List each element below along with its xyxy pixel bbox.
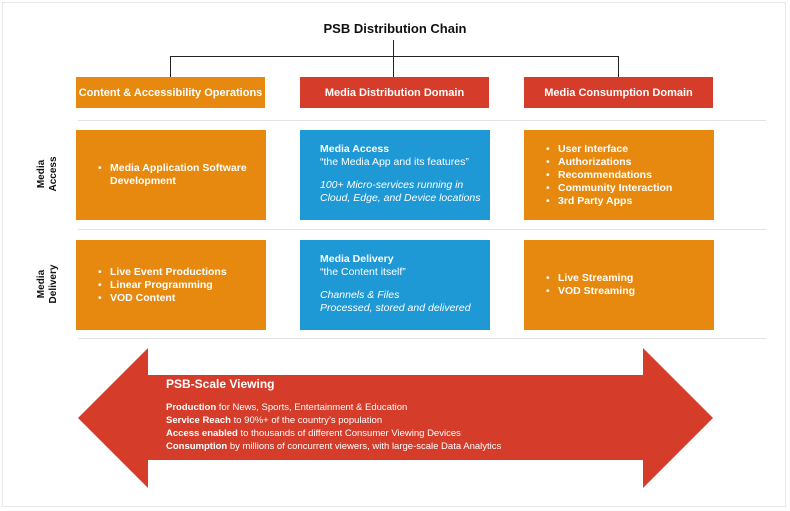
list-item: User Interface	[546, 143, 714, 156]
connector-horizontal	[170, 56, 619, 57]
viewing-line: Production for News, Sports, Entertainme…	[166, 402, 408, 413]
row-separator	[78, 229, 766, 230]
box-heading: Media Access	[320, 143, 390, 155]
connector-middle	[393, 56, 394, 77]
list-item: Authorizations	[546, 156, 714, 169]
delivery-content-box: Live Event Productions Linear Programmin…	[76, 240, 266, 330]
domain-header-consumption: Media Consumption Domain	[524, 77, 713, 108]
viewing-line: Consumption by millions of concurrent vi…	[166, 441, 502, 452]
list-item: Recommendations	[546, 169, 714, 182]
double-arrow-icon	[78, 348, 713, 488]
list-item: Linear Programming	[98, 279, 266, 292]
row-separator	[78, 120, 766, 121]
box-detail: Cloud, Edge, and Device locations	[320, 192, 481, 204]
list-item: Community Interaction	[546, 182, 714, 195]
access-consumption-box: User Interface Authorizations Recommenda…	[524, 130, 714, 220]
delivery-consumption-box: Live Streaming VOD Streaming	[524, 240, 714, 330]
connector-left	[170, 56, 171, 77]
box-quote: “the Content itself”	[320, 266, 406, 278]
list-item: VOD Content	[98, 292, 266, 305]
row-separator	[78, 338, 766, 339]
list-item: Media Application Software Development	[98, 162, 266, 188]
box-detail: Processed, stored and delivered	[320, 302, 471, 314]
list-item: Live Event Productions	[98, 266, 266, 279]
box-quote: “the Media App and its features”	[320, 156, 469, 168]
access-content-box: Media Application Software Development	[76, 130, 266, 220]
connector-right	[618, 56, 619, 77]
connector-vertical-top	[393, 40, 394, 56]
box-heading: Media Delivery	[320, 253, 394, 265]
viewing-line: Service Reach to 90%+ of the country’s p…	[166, 415, 383, 426]
viewing-heading: PSB-Scale Viewing	[166, 377, 275, 391]
domain-header-distribution: Media Distribution Domain	[300, 77, 489, 108]
box-detail: 100+ Micro-services running in	[320, 179, 464, 191]
viewing-line: Access enabled to thousands of different…	[166, 428, 461, 439]
list-item: VOD Streaming	[546, 285, 714, 298]
list-item: Live Streaming	[546, 272, 714, 285]
delivery-distribution-box: Media Delivery “the Content itself” Chan…	[300, 240, 490, 330]
access-distribution-box: Media Access “the Media App and its feat…	[300, 130, 490, 220]
list-item: 3rd Party Apps	[546, 195, 714, 208]
viewing-text: PSB-Scale Viewing Production for News, S…	[166, 377, 501, 453]
domain-header-content: Content & Accessibility Operations	[76, 77, 265, 108]
box-detail: Channels & Files	[320, 289, 400, 301]
diagram-title: PSB Distribution Chain	[323, 21, 467, 36]
